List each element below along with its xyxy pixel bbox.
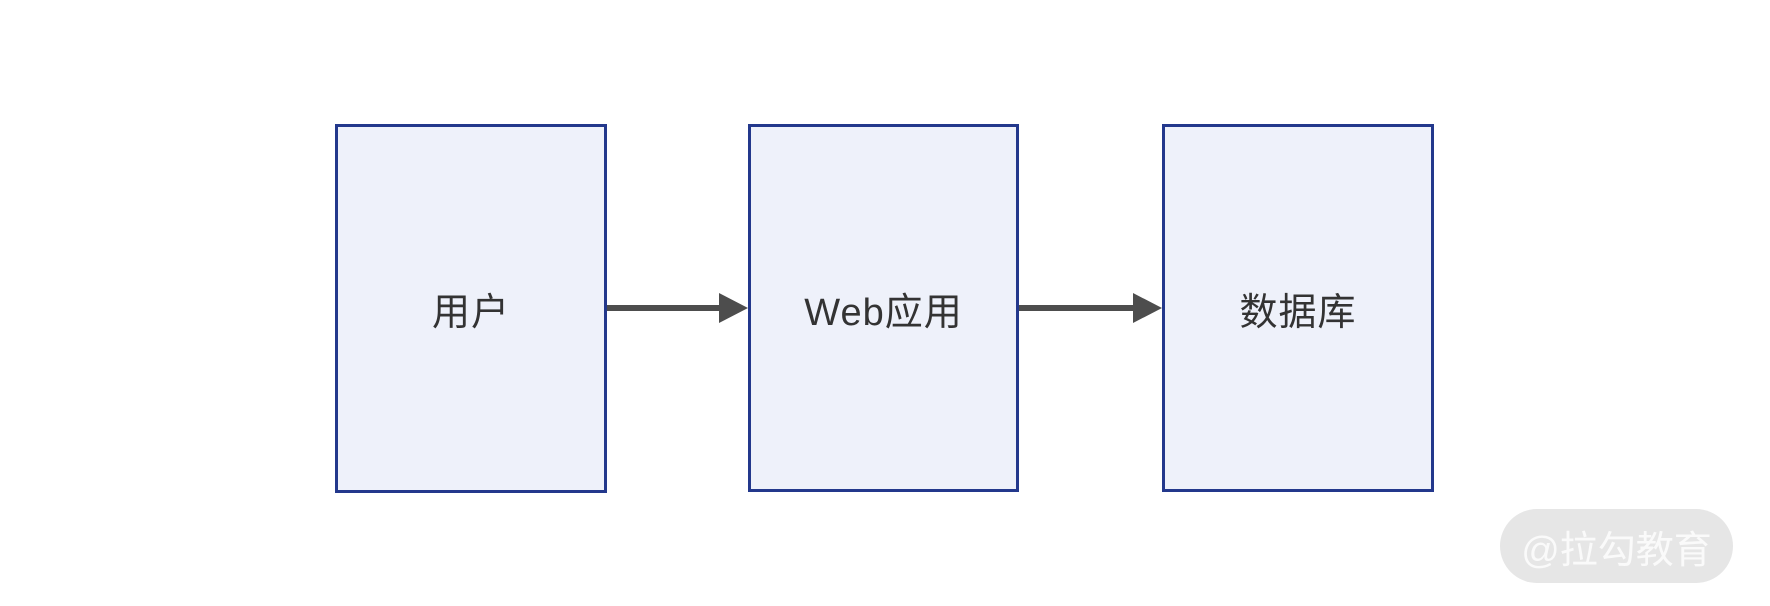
watermark-text: @拉勾教育 (1521, 529, 1712, 572)
node-web-app-label: Web应用 (804, 291, 963, 334)
node-user-label: 用户 (431, 292, 510, 334)
arrow-user-to-webapp (607, 293, 748, 323)
node-database-label: 数据库 (1239, 291, 1357, 334)
watermark-badge: @拉勾教育 (1500, 509, 1733, 583)
node-database: 数据库 (1162, 124, 1434, 492)
arrow-head-icon (719, 293, 748, 323)
node-web-app: Web应用 (748, 124, 1019, 492)
arrow-webapp-to-database (1019, 293, 1162, 323)
node-user: 用户 (335, 124, 607, 493)
arrow-head-icon (1133, 293, 1162, 323)
